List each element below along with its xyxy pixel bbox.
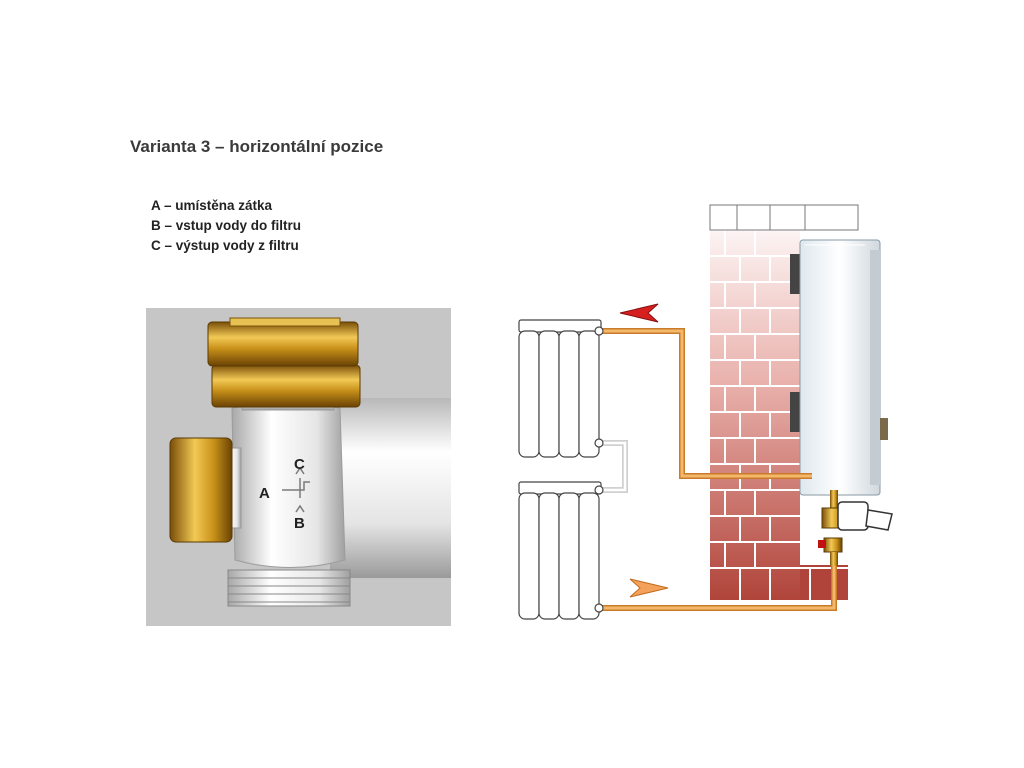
valve-bottom-thread xyxy=(227,569,351,607)
legend-item-a: A – umístěna zátka xyxy=(151,198,273,213)
valve-body xyxy=(231,403,346,568)
valve-label-a: A xyxy=(259,485,270,502)
valve-label-c: C xyxy=(294,456,305,473)
valve-outlet-pipe xyxy=(330,398,451,578)
valve-illustration: A B C xyxy=(146,308,451,626)
heating-pipes xyxy=(600,328,837,611)
valve-top-brass-nut xyxy=(207,317,361,411)
upper-radiator xyxy=(518,319,604,458)
diagram-title: Varianta 3 – horizontální pozice xyxy=(130,137,384,156)
valve-left-brass-nut xyxy=(169,437,242,543)
return-flow-arrow-icon xyxy=(629,578,669,598)
brick-wall xyxy=(709,204,859,600)
valve-label-b: B xyxy=(294,515,305,532)
lower-radiator xyxy=(518,481,604,620)
outflow-arrow-icon xyxy=(619,303,659,323)
legend: A – umístěna zátka B – vstup vody do fil… xyxy=(151,196,301,256)
boiler-unit xyxy=(790,239,888,496)
legend-item-b: B – vstup vody do filtru xyxy=(151,218,302,233)
boiler-filter-valve xyxy=(818,490,893,566)
legend-item-c: C – výstup vody z filtru xyxy=(151,238,299,253)
heating-system-diagram xyxy=(518,204,893,620)
valve-flow-marking xyxy=(282,466,310,513)
